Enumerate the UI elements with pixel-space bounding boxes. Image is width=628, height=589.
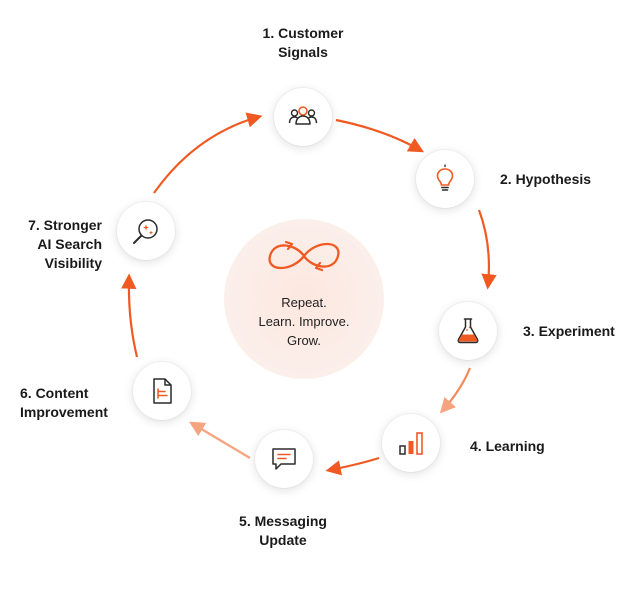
arrow-3-to-4: [439, 367, 472, 414]
center-circle: [224, 219, 384, 379]
step-label-4: 4. Learning: [470, 437, 545, 456]
step-node-hypothesis: [416, 150, 474, 208]
magnifier-sparkle-icon: [133, 219, 158, 244]
center-line: Grow.: [287, 333, 321, 348]
bar-chart-icon: [399, 432, 423, 455]
center-caption: Repeat. Learn. Improve. Grow.: [224, 293, 384, 350]
flask-icon: [457, 318, 479, 344]
step-label-5: 5. Messaging Update: [224, 512, 342, 550]
center-line: Repeat.: [281, 295, 327, 310]
step-node-content-improvement: [133, 362, 191, 420]
step-label-6: 6. Content Improvement: [20, 384, 108, 422]
step-label-line: Update: [259, 532, 307, 548]
step-label-7: 7. Stronger AI Search Visibility: [10, 216, 102, 273]
step-node-experiment: [439, 302, 497, 360]
step-node-learning: [382, 414, 440, 472]
people-icon: [288, 106, 318, 125]
step-node-messaging-update: [255, 430, 313, 488]
chat-bubble-icon: [272, 448, 296, 470]
arrow-2-to-3: [477, 209, 497, 290]
step-label-line: 5. Messaging: [239, 513, 327, 529]
center-line: Learn. Improve.: [258, 314, 350, 329]
step-label-line: 7. Stronger: [28, 217, 102, 233]
step-label-line: Signals: [278, 44, 328, 60]
step-label-line: 1. Customer: [262, 25, 344, 41]
arrow-7-to-1: [153, 112, 263, 194]
lightbulb-icon: [436, 164, 454, 191]
arrow-4-to-5: [325, 456, 380, 476]
step-node-ai-search-visibility: [117, 202, 175, 260]
step-label-1: 1. Customer Signals: [247, 24, 359, 62]
infinity-loop-icon: [268, 240, 340, 272]
step-label-2: 2. Hypothesis: [500, 170, 591, 189]
step-label-line: 3. Experiment: [523, 323, 615, 339]
step-label-line: 2. Hypothesis: [500, 171, 592, 187]
step-label-line: Visibility: [44, 255, 102, 271]
arrow-6-to-7: [121, 273, 139, 358]
document-icon: [153, 378, 172, 404]
step-label-line: AI Search: [37, 236, 102, 252]
step-label-line: Improvement: [20, 404, 108, 420]
arrow-1-to-2: [335, 118, 425, 153]
arrow-5-to-6: [189, 421, 251, 459]
step-label-line: 6. Content: [20, 385, 89, 401]
step-node-customer-signals: [274, 88, 332, 146]
step-label-3: 3. Experiment: [523, 322, 615, 341]
step-label-line: 4. Learning: [470, 438, 545, 454]
